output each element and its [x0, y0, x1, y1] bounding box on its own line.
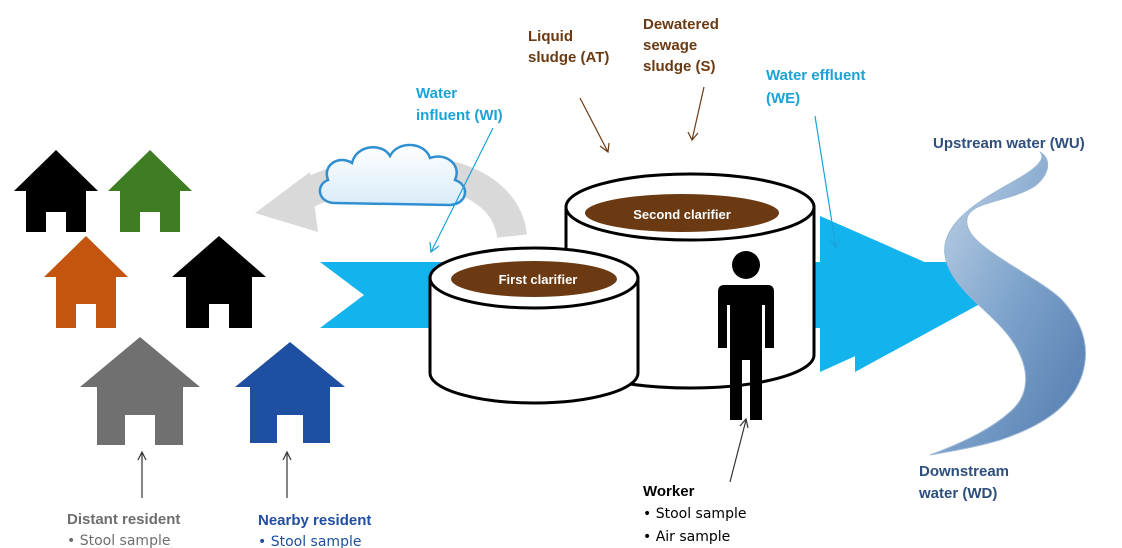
pointer-arrows: [137, 86, 841, 498]
first-clarifier-tank: [428, 246, 640, 405]
water-effluent-label-line2: (WE): [766, 90, 800, 107]
distant-resident-sample: • Stool sample: [67, 533, 170, 548]
river-icon: [929, 151, 1087, 456]
upstream-water-label: Upstream water (WU): [933, 135, 1085, 152]
downstream-water-label-line1: Downstream: [919, 463, 1009, 480]
worker-sample-1: • Stool sample: [643, 506, 746, 522]
nearby-resident-sample: • Stool sample: [258, 534, 361, 548]
house-green: [108, 150, 192, 232]
cloud-icon: [318, 143, 467, 207]
house-black-top-left: [14, 150, 98, 232]
water-influent-label-line1: Water: [416, 85, 457, 102]
dewatered-sludge-label-line3: sludge (S): [643, 58, 716, 75]
first-clarifier-label: First clarifier: [499, 272, 578, 287]
house-orange: [44, 236, 128, 328]
water-influent-label-line2: influent (WI): [416, 107, 503, 124]
dewatered-sludge-label-line1: Dewatered: [643, 16, 719, 33]
worker-title: Worker: [643, 483, 695, 500]
distant-resident-title: Distant resident: [67, 511, 180, 528]
liquid-sludge-label-line2: sludge (AT): [528, 49, 609, 66]
water-effluent-label-line1: Water effluent: [766, 67, 865, 84]
dewatered-sludge-label-line2: sewage: [643, 37, 697, 54]
nearby-resident-title: Nearby resident: [258, 512, 371, 529]
worker-sample-2: • Air sample: [643, 529, 730, 545]
second-clarifier-label: Second clarifier: [633, 207, 731, 222]
house-gray-distant: [80, 337, 200, 445]
liquid-sludge-label-line1: Liquid: [528, 28, 573, 45]
downstream-water-label-line2: water (WD): [918, 485, 997, 502]
worker-person-icon: [718, 251, 774, 420]
house-blue-nearby: [235, 342, 345, 443]
house-black-middle: [172, 236, 266, 328]
